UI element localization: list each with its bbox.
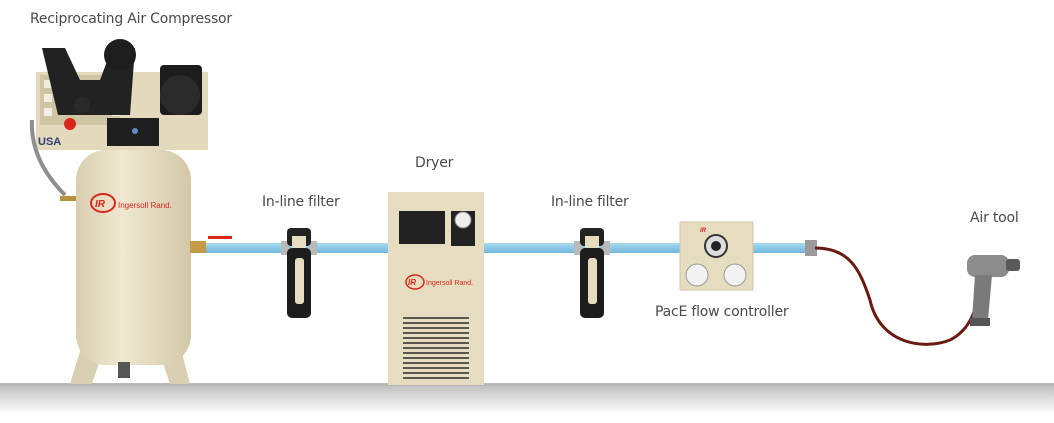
compressor-label: Reciprocating Air Compressor — [30, 11, 232, 27]
filter-2-label: In-line filter — [551, 194, 629, 210]
pace-flow-controller: IR — [679, 221, 754, 291]
svg-text:Ingersoll Rand.: Ingersoll Rand. — [426, 280, 473, 287]
usa-badge: USA — [38, 136, 61, 148]
dryer-vent-grille — [403, 317, 469, 379]
svg-text:IR: IR — [408, 278, 416, 287]
reciprocating-air-compressor: USA IR Ingersoll Rand. — [29, 39, 232, 384]
dryer-label: Dryer — [415, 155, 454, 171]
air-tool-label: Air tool — [970, 210, 1019, 226]
in-line-filter-2 — [574, 228, 610, 318]
svg-text:IR: IR — [700, 228, 707, 234]
svg-text:Ingersoll Rand.: Ingersoll Rand. — [118, 201, 172, 210]
floor — [0, 384, 1054, 414]
filter-1-label: In-line filter — [262, 194, 340, 210]
in-line-filter-1 — [281, 228, 317, 318]
svg-text:IR: IR — [95, 199, 106, 210]
air-pipe — [195, 243, 810, 253]
impact-wrench-air-tool — [967, 255, 1020, 326]
air-hose — [814, 246, 980, 346]
flow-controller-label: PacE flow controller — [655, 304, 789, 320]
ingersoll-rand-logo: IR Ingersoll Rand. — [90, 193, 172, 213]
refrigerated-dryer: IR Ingersoll Rand. — [388, 192, 484, 385]
